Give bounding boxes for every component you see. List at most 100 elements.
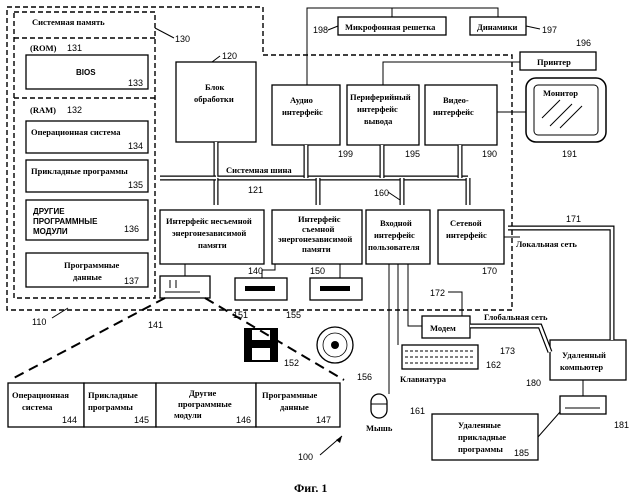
hdd-contents: Операционная система 144 Прикладные прог…: [8, 383, 340, 427]
nonremovable-line3: памяти: [198, 240, 227, 250]
ref-134: 134: [128, 141, 143, 151]
cpu-line1: Блок: [205, 82, 225, 92]
hdd-other-line1: Другие: [189, 388, 216, 398]
mic-label: Микрофонная решетка: [345, 22, 436, 32]
ref-190: 190: [482, 149, 497, 159]
removable-line1: Интерфейс: [298, 214, 341, 224]
ref-152: 152: [284, 358, 299, 368]
remote-computer-box: [550, 340, 626, 380]
ref-180: 180: [526, 378, 541, 388]
bios-label: BIOS: [76, 68, 96, 77]
ref-146: 146: [236, 415, 251, 425]
ref-150: 150: [310, 266, 325, 276]
os-label: Операционная система: [31, 127, 121, 137]
ref-121: 121: [248, 185, 263, 195]
ref-195: 195: [405, 149, 420, 159]
ref-172: 172: [430, 288, 445, 298]
periph-line3: вывода: [364, 116, 393, 126]
video-line2: интерфейс: [433, 107, 474, 117]
ref-181: 181: [614, 420, 629, 430]
hdd-os-line2: система: [22, 402, 53, 412]
ref-145: 145: [134, 415, 149, 425]
modem-label: Модем: [430, 323, 456, 333]
video-line1: Видео-: [443, 95, 469, 105]
ref-162: 162: [486, 360, 501, 370]
system-memory-title: Системная память: [32, 17, 105, 27]
floppy-drive: [235, 278, 287, 300]
wan-label: Глобальная сеть: [484, 312, 548, 322]
ref-120: 120: [222, 51, 237, 61]
ref-147: 147: [316, 415, 331, 425]
keyboard-icon: [402, 345, 478, 369]
system-bus-label: Системная шина: [226, 165, 292, 175]
other-modules-line3: МОДУЛИ: [33, 227, 68, 236]
system-bus: [160, 142, 468, 205]
remote-apps-line2: прикладные: [458, 432, 506, 442]
network-line1: Сетевой: [450, 218, 482, 228]
removable-line4: памяти: [302, 244, 331, 254]
hard-disk: [160, 276, 210, 298]
floppy-disk-icon: [244, 328, 278, 362]
periph-line2: интерфейс: [357, 104, 398, 114]
remote-line1: Удаленный: [562, 350, 606, 360]
ref-173: 173: [500, 346, 515, 356]
ref-130: 130: [175, 34, 190, 44]
ref-191: 191: [562, 149, 577, 159]
hdd-os-line1: Операционная: [12, 390, 69, 400]
ref-161: 161: [410, 406, 425, 416]
removable-line3: энергонезависимой: [278, 234, 352, 244]
monitor-label: Монитор: [543, 88, 578, 98]
cd-disc-icon: [317, 327, 353, 363]
ref-198: 198: [313, 25, 328, 35]
nonremovable-line2: энергонезависимой: [172, 228, 246, 238]
monitor: Монитор: [526, 78, 606, 142]
apps-label: Прикладные программы: [31, 166, 128, 176]
hdd-apps-line2: программы: [88, 402, 133, 412]
speakers-label: Динамики: [477, 22, 517, 32]
ref-156: 156: [357, 372, 372, 382]
prog-data-line1: Программные: [64, 260, 120, 270]
ref-140: 140: [248, 266, 263, 276]
ref-196: 196: [576, 38, 591, 48]
prog-data-line2: данные: [73, 272, 102, 282]
ref-100: 100: [298, 452, 313, 462]
hdd-apps-line1: Прикладные: [88, 390, 138, 400]
hdd-other-line3: модули: [174, 410, 202, 420]
audio-line1: Аудио: [290, 95, 313, 105]
hdd-other-line2: программные: [178, 399, 232, 409]
ref-197: 197: [542, 25, 557, 35]
ref-141: 141: [148, 320, 163, 330]
other-modules-line2: ПРОГРАММНЫЕ: [33, 217, 98, 226]
nonremovable-line1: Интерфейс несъемной: [166, 216, 252, 226]
cpu-line2: обработки: [194, 94, 234, 104]
ref-144: 144: [62, 415, 77, 425]
mouse-label: Мышь: [366, 423, 393, 433]
rom-label: (ROM): [30, 43, 57, 53]
user-input-line1: Входной: [380, 218, 412, 228]
ref-132: 132: [67, 105, 82, 115]
ref-199: 199: [338, 149, 353, 159]
user-input-line3: пользователя: [368, 242, 420, 252]
ref-110: 110: [32, 317, 46, 327]
periph-line1: Периферийный: [350, 92, 411, 102]
mouse-icon: [371, 394, 387, 418]
ref-160: 160: [374, 188, 389, 198]
ref-135: 135: [128, 180, 143, 190]
ref-131: 131: [67, 43, 82, 53]
printer-label: Принтер: [537, 57, 571, 67]
keyboard-label: Клавиатура: [400, 374, 447, 384]
lan-label: Локальная сеть: [516, 239, 577, 249]
ref-171: 171: [566, 214, 581, 224]
removable-line2: съемной: [302, 224, 334, 234]
remote-apps-line1: Удаленные: [458, 420, 501, 430]
figure-caption: Фиг. 1: [294, 481, 327, 495]
network-line2: интерфейс: [446, 230, 487, 240]
ref-136: 136: [124, 224, 139, 234]
ref-133: 133: [128, 78, 143, 88]
cd-drive: [310, 278, 362, 300]
hdd-data-line2: данные: [280, 402, 309, 412]
ram-label: (RAM): [30, 105, 56, 115]
remote-apps-line3: программы: [458, 444, 503, 454]
other-modules-line1: ДРУГИЕ: [33, 207, 65, 216]
